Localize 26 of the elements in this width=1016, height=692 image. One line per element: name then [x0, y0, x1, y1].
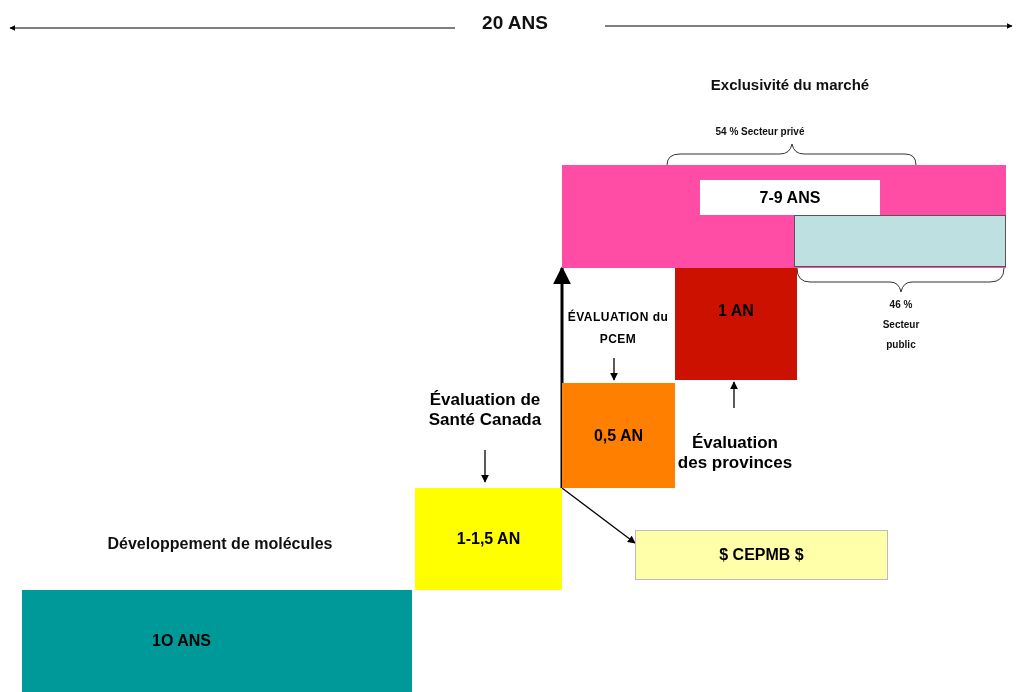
annotation-text: Évaluation de Santé Canada — [427, 390, 543, 430]
duration-label: $ CEPMB $ — [719, 546, 804, 564]
duration-label: 7-9 ANS — [700, 180, 880, 215]
duration-label: 1O ANS — [152, 632, 211, 650]
duration-block — [415, 488, 562, 590]
annotation-text: Évaluation des provinces — [676, 433, 794, 473]
dimension-label: 20 ANS — [481, 12, 549, 34]
share-label: 46 % Secteur public — [881, 298, 921, 352]
duration-label: 0,5 AN — [593, 426, 644, 445]
duration-label: 1-1,5 AN — [456, 530, 521, 548]
annotation-text: ÉVALUATION du PCEM — [566, 308, 670, 348]
arrow — [610, 357, 618, 381]
public-sector-band — [794, 215, 1006, 267]
duration-block — [562, 383, 675, 488]
share-label: 54 % Secteur privé — [714, 126, 806, 137]
market-exclusivity-bar — [562, 165, 1006, 268]
arrow — [561, 487, 636, 544]
arrow — [481, 449, 489, 483]
phase-label: Développement de molécules — [106, 535, 334, 553]
duration-block — [22, 590, 412, 692]
duration-block — [675, 268, 797, 380]
arrow — [553, 266, 571, 488]
arrow — [730, 381, 738, 409]
price-review-box — [635, 530, 888, 580]
heading-label: Exclusivité du marché — [709, 76, 871, 93]
duration-label: 1 AN — [718, 302, 754, 320]
